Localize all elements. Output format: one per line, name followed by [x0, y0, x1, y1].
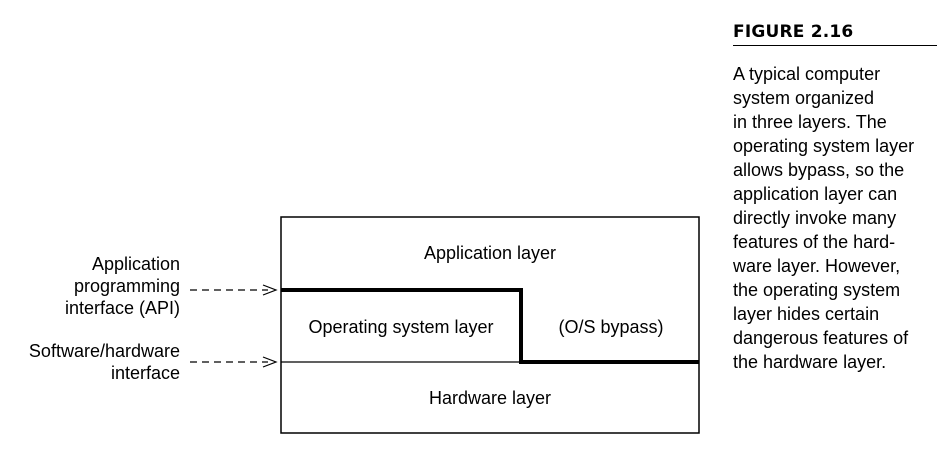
- application-layer-label: Application layer: [423, 243, 557, 263]
- caption-line: A typical computer: [733, 64, 881, 84]
- caption-line: ware layer. However,: [733, 256, 901, 276]
- system-outer-box: [280, 216, 700, 434]
- sw-hw-label-line: Software/hardware: [28, 341, 180, 361]
- caption-line: the operating system: [733, 280, 901, 300]
- caption-line: allows bypass, so the: [733, 160, 905, 180]
- sw-hw-interface-label: Software/hardware interface: [0, 340, 180, 384]
- os-layer-label: Operating system layer: [308, 317, 494, 337]
- api-label: Application programming interface (API): [20, 253, 180, 319]
- caption-line: operating system layer: [733, 136, 915, 156]
- figure-caption: A typical computer system organized in t…: [733, 62, 948, 374]
- os-bypass-label: (O/S bypass): [558, 317, 664, 337]
- hardware-layer-label: Hardware layer: [428, 388, 552, 408]
- api-label-line: Application: [91, 254, 180, 274]
- caption-line: dangerous features of: [733, 328, 909, 348]
- caption-line: application layer can: [733, 184, 898, 204]
- caption-line: system organized: [733, 88, 875, 108]
- caption-line: in three layers. The: [733, 112, 887, 132]
- caption-line: features of the hard-: [733, 232, 896, 252]
- hw-arrowhead: [262, 356, 278, 368]
- sw-hw-label-line: interface: [110, 363, 180, 383]
- api-label-line: programming: [73, 276, 180, 296]
- caption-line: layer hides certain: [733, 304, 880, 324]
- caption-line: the hardware layer.: [733, 352, 887, 372]
- api-arrowhead: [262, 284, 278, 296]
- figure-number: FIGURE 2.16: [733, 22, 937, 46]
- caption-line: directly invoke many: [733, 208, 897, 228]
- api-label-line: interface (API): [64, 298, 180, 318]
- api-boundary-line: [281, 288, 699, 364]
